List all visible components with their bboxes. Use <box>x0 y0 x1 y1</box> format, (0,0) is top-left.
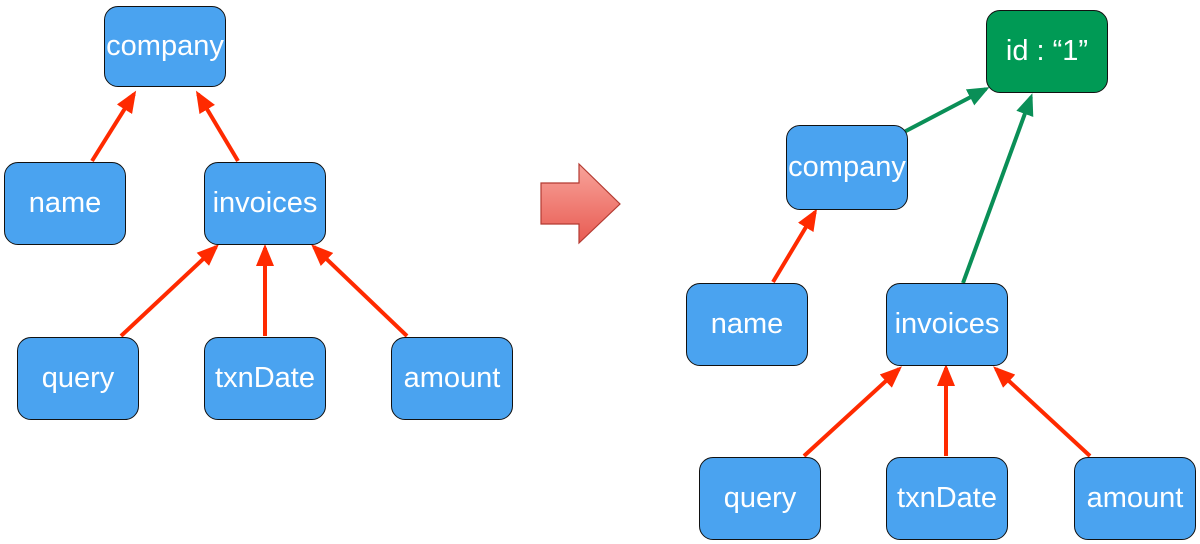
after-company-node: company <box>786 125 908 210</box>
before-invoices-label: invoices <box>212 187 318 219</box>
before-company-node: company <box>104 6 226 87</box>
before-company-label: company <box>106 30 224 62</box>
after-txndate-label: txnDate <box>897 482 997 514</box>
arrow-invoices-to-id-right <box>961 93 1034 284</box>
after-company-label: company <box>788 151 906 183</box>
after-id-node: id : “1” <box>986 10 1108 93</box>
after-query-label: query <box>723 482 797 514</box>
before-query-node: query <box>17 337 139 420</box>
after-query-node: query <box>699 457 821 540</box>
after-id-label: id : “1” <box>1005 35 1089 67</box>
arrow-name-to-company-right <box>771 208 818 284</box>
before-name-node: name <box>4 162 126 245</box>
after-invoices-label: invoices <box>894 308 1000 340</box>
arrow-invoices-to-company-left <box>195 90 240 163</box>
arrow-query-to-invoices-left <box>119 244 219 338</box>
arrow-amount-to-invoices-left <box>311 244 409 338</box>
after-amount-node: amount <box>1074 457 1196 540</box>
before-amount-label: amount <box>403 362 501 394</box>
after-name-node: name <box>686 283 808 366</box>
after-txndate-node: txnDate <box>886 457 1008 540</box>
before-txndate-label: txnDate <box>215 362 315 394</box>
after-amount-label: amount <box>1086 482 1184 514</box>
arrow-amount-to-invoices-right <box>993 366 1092 458</box>
arrow-company-to-id-right <box>903 87 990 134</box>
before-name-label: name <box>28 187 102 219</box>
after-name-label: name <box>710 308 784 340</box>
before-query-label: query <box>41 362 115 394</box>
before-amount-node: amount <box>391 337 513 420</box>
arrow-query-to-invoices-right <box>802 366 902 458</box>
before-txndate-node: txnDate <box>204 337 326 420</box>
transform-arrow-icon <box>540 162 621 245</box>
arrow-name-to-company-left <box>90 90 137 163</box>
after-invoices-node: invoices <box>886 283 1008 366</box>
before-invoices-node: invoices <box>204 162 326 245</box>
